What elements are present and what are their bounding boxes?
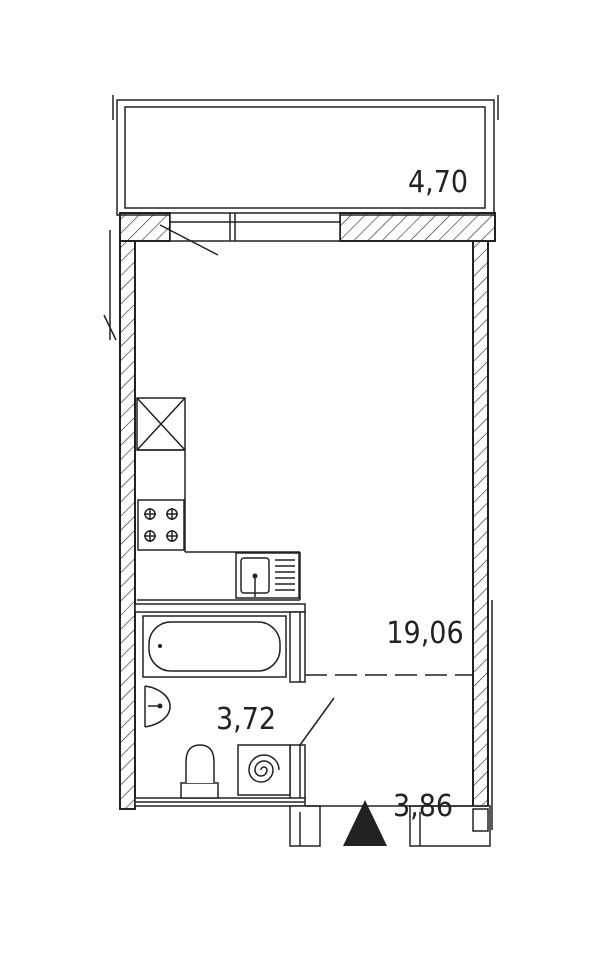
hall-area-label: 3,86 — [393, 789, 453, 824]
entrance — [289, 800, 491, 847]
stove-icon — [137, 499, 185, 551]
sink-icon — [235, 552, 300, 599]
right-wall — [472, 240, 493, 830]
bathroom-area-label: 3,72 — [216, 702, 276, 737]
washbasin-icon — [144, 685, 171, 728]
ventilation-shaft — [136, 397, 186, 451]
toilet-icon — [180, 744, 219, 799]
left-wall — [103, 230, 136, 810]
top-wall — [119, 212, 496, 256]
bathroom-door — [299, 697, 335, 746]
washing-machine-icon — [237, 744, 291, 796]
bathtub-icon — [142, 615, 287, 678]
balcony-area-label: 4,70 — [408, 165, 468, 200]
kitchen-counter — [137, 449, 301, 601]
bathroom-walls — [134, 603, 306, 807]
living-area-label: 19,06 — [386, 616, 463, 651]
entrance-arrow-icon — [343, 800, 387, 846]
